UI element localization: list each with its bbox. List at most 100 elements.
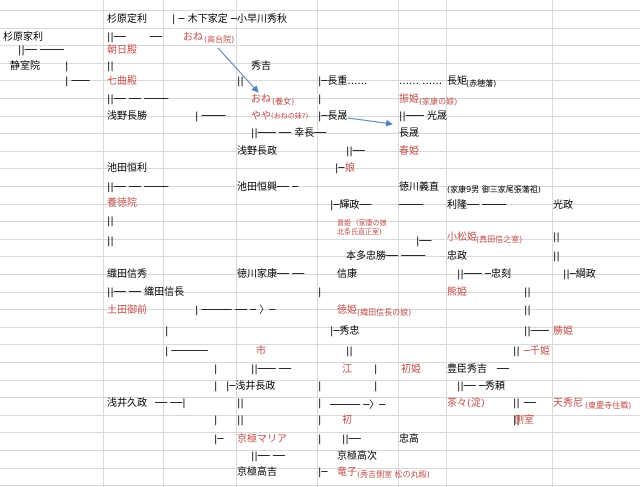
tree-label: 信康 bbox=[337, 269, 357, 280]
tree-label: | bbox=[165, 326, 169, 337]
grid-row-line bbox=[0, 151, 640, 152]
grid-row-line bbox=[0, 28, 640, 29]
tree-label: 静室院 bbox=[10, 61, 40, 72]
tree-label: …… …… bbox=[399, 76, 443, 87]
grid-column-line bbox=[398, 0, 399, 487]
tree-label: ||─── ── 幸長── bbox=[251, 128, 327, 139]
tree-label: ||── bbox=[107, 32, 126, 43]
tree-label: || bbox=[107, 61, 114, 72]
tree-label: 池田恒利 bbox=[107, 163, 147, 174]
grid-row-line bbox=[0, 239, 640, 240]
tree-label: 池田恒興── ─ bbox=[237, 182, 299, 193]
tree-label: 竜子 bbox=[337, 467, 357, 478]
tree-label: 徳川家康── ── bbox=[237, 269, 305, 280]
tree-label: |─長晟 bbox=[318, 111, 348, 122]
grid-row-line bbox=[0, 450, 640, 451]
tree-label: 天秀尼 bbox=[553, 398, 583, 409]
tree-label: | bbox=[214, 364, 218, 375]
tree-label: |── bbox=[416, 236, 432, 247]
tree-label: || bbox=[513, 346, 520, 357]
tree-label: |─ bbox=[335, 163, 345, 174]
grid-row-line bbox=[0, 344, 640, 345]
tree-label: |─秀忠 bbox=[330, 326, 360, 337]
tree-label: 京極マリア bbox=[237, 434, 287, 445]
grid-row-line bbox=[0, 432, 640, 433]
tree-label: || bbox=[524, 305, 531, 316]
grid-row-line bbox=[0, 415, 640, 416]
tree-label: 豊臣秀吉 bbox=[447, 364, 487, 375]
tree-label: (東慶寺住職) bbox=[585, 401, 632, 410]
tree-label: || bbox=[237, 398, 244, 409]
grid-row-line bbox=[0, 221, 640, 222]
tree-label: (家康9男 御三家尾張藩祖) bbox=[447, 185, 541, 194]
tree-label: | bbox=[374, 364, 378, 375]
tree-label: 杉原定利 bbox=[107, 14, 147, 25]
tree-label: 光政 bbox=[553, 200, 573, 211]
tree-label: ──── bbox=[399, 200, 424, 211]
tree-label: (織田信長の娘) bbox=[357, 308, 412, 317]
tree-label: 土田御前 bbox=[107, 305, 147, 316]
grid-row-line bbox=[0, 116, 640, 117]
tree-label: やや bbox=[251, 111, 271, 122]
grid-row-line bbox=[0, 10, 640, 11]
tree-label: ||── bbox=[346, 146, 365, 157]
tree-label: 忠政 bbox=[447, 251, 467, 262]
tree-label: ||─── ── bbox=[251, 364, 292, 375]
tree-label: ||── ── 織田信長 bbox=[107, 287, 185, 298]
arrow-nagaakira-to-nagaakira bbox=[347, 117, 393, 127]
grid-column-line bbox=[317, 0, 318, 487]
grid-row-line bbox=[0, 168, 640, 169]
tree-label: (赤穂藩) bbox=[466, 79, 497, 88]
grid-row-line bbox=[0, 327, 640, 328]
tree-label: ||── ──── bbox=[18, 45, 65, 56]
grid-row-line bbox=[0, 256, 640, 257]
tree-label: 振姫 bbox=[399, 94, 419, 105]
tree-label: 茶々(淀) bbox=[447, 398, 485, 409]
tree-label: || bbox=[553, 251, 560, 262]
grid-row-line bbox=[0, 380, 640, 381]
tree-label: 利隆── ──── bbox=[447, 200, 507, 211]
tree-label: | ────── bbox=[165, 346, 208, 357]
grid-column-line bbox=[163, 0, 164, 487]
tree-label: (家康の娘) bbox=[419, 97, 458, 106]
tree-label: |─輝政── bbox=[330, 200, 372, 211]
tree-label: |─ bbox=[214, 434, 224, 445]
tree-label: ─千姫 bbox=[524, 346, 551, 357]
tree-label: | bbox=[65, 61, 69, 72]
tree-label: || bbox=[513, 398, 520, 409]
tree-label: 浅野長政 bbox=[237, 146, 277, 157]
grid-row-line bbox=[0, 133, 640, 134]
tree-label: おね bbox=[183, 32, 203, 43]
grid-column-line bbox=[103, 0, 104, 487]
tree-label: 養徳院 bbox=[107, 198, 137, 209]
tree-label: || bbox=[524, 287, 531, 298]
tree-label: || bbox=[553, 232, 560, 243]
tree-label: ||── ── ──── bbox=[107, 182, 169, 193]
tree-label: ||── ─秀頼 bbox=[457, 381, 505, 392]
tree-label: 北条氏直正室) bbox=[337, 228, 382, 236]
grid-column-line bbox=[552, 0, 553, 487]
tree-label: 春姫 bbox=[399, 146, 419, 157]
grid-row-line bbox=[0, 362, 640, 363]
tree-label: ── bbox=[150, 32, 163, 43]
tree-label: || bbox=[237, 76, 244, 87]
tree-label: ||── ── ──── bbox=[107, 94, 169, 105]
tree-label: | ──── bbox=[195, 111, 226, 122]
tree-label: | ───── ── ─ 〉─ bbox=[195, 305, 276, 316]
tree-label: 長矩 bbox=[447, 76, 467, 87]
tree-label: 七曲殿 bbox=[107, 76, 137, 87]
tree-label: 初 bbox=[342, 415, 352, 426]
tree-label: 京極高吉 bbox=[237, 467, 277, 478]
tree-label: |─長重…… bbox=[318, 76, 368, 87]
tree-label: 熊姫 bbox=[447, 287, 467, 298]
tree-label: | bbox=[214, 381, 218, 392]
grid-row-line bbox=[0, 45, 640, 46]
tree-label: ||─── bbox=[524, 326, 549, 337]
grid-row-line bbox=[0, 186, 640, 187]
grid-row-line bbox=[0, 204, 640, 205]
tree-label: | bbox=[318, 415, 322, 426]
tree-label: 徳姫 bbox=[337, 305, 357, 316]
tree-label: (秀吉側室 松の丸殿) bbox=[357, 470, 430, 479]
tree-label: | ─ 木下家定 ─小早川秀秋 bbox=[172, 14, 287, 25]
